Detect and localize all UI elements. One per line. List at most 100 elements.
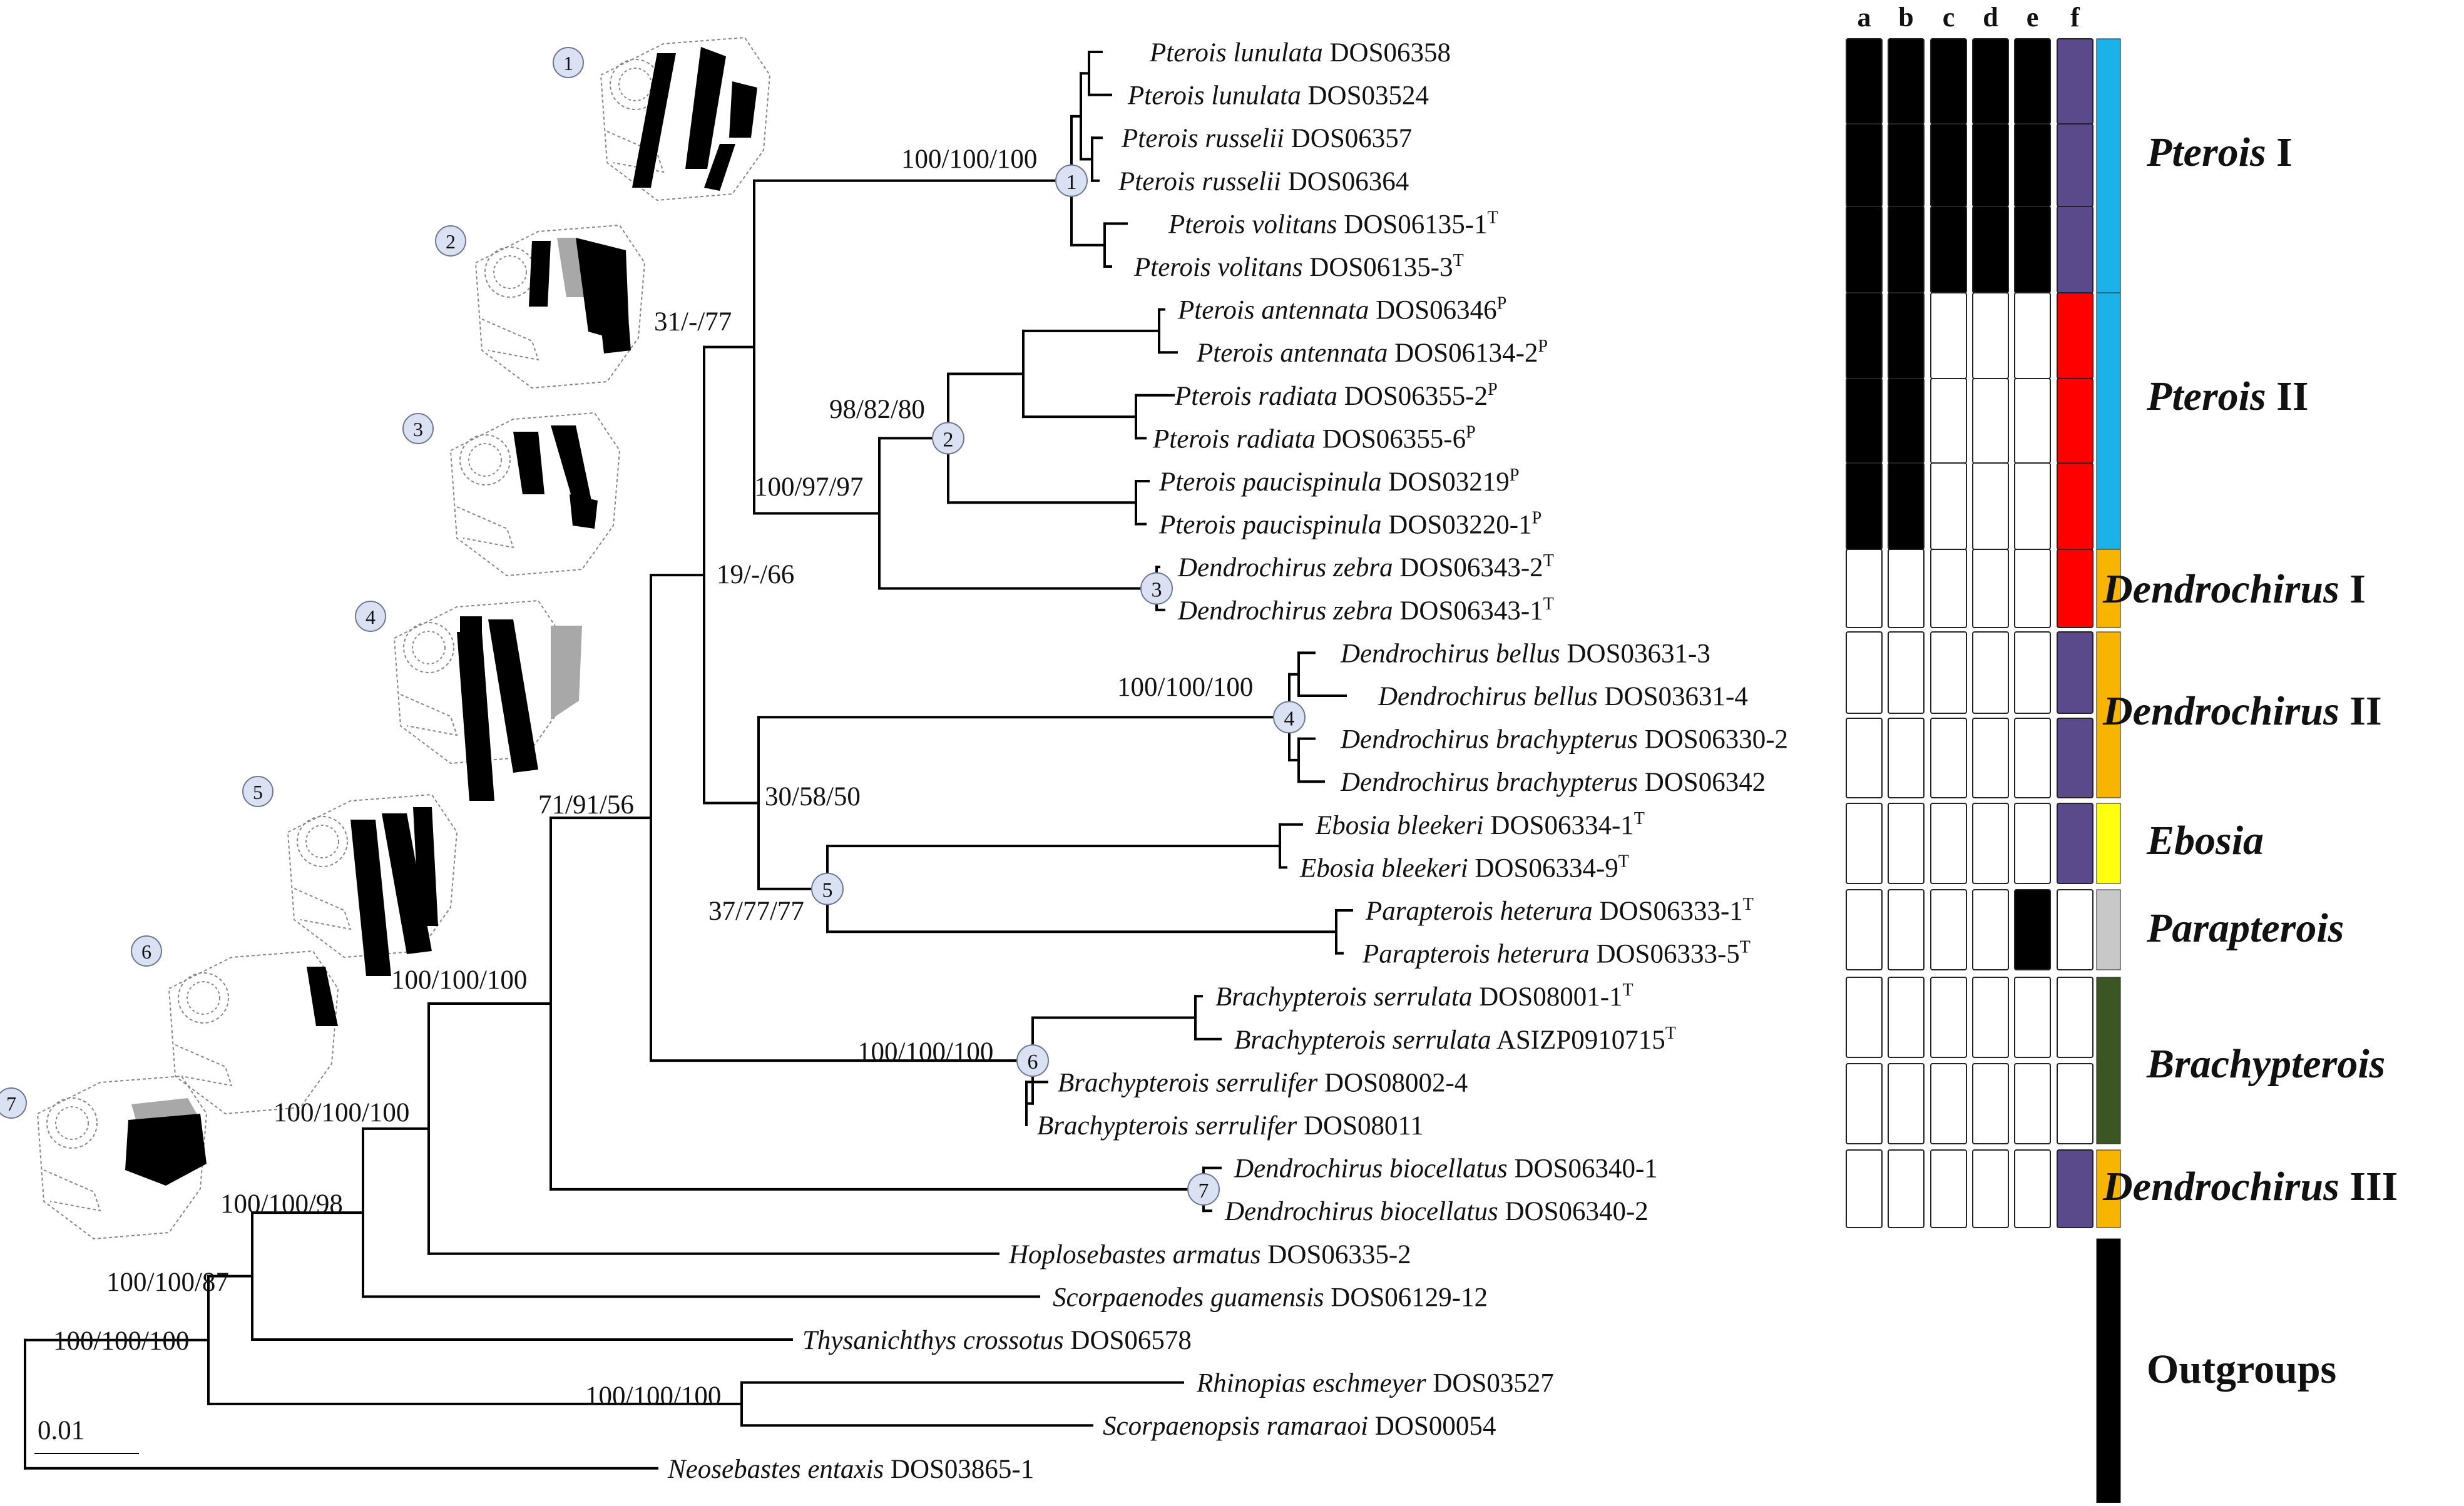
character-cell <box>2014 378 2051 464</box>
taxon-name: Hoplosebastes armatus <box>1008 1240 1261 1269</box>
taxon-label: Dendrochirus brachypterus DOS06342 <box>1340 768 1766 797</box>
taxon-label: Dendrochirus zebra DOS06343-1T <box>1177 594 1554 626</box>
black-band <box>460 616 482 638</box>
support-value: 100/100/100 <box>857 1037 993 1067</box>
character-cell <box>2057 889 2093 970</box>
taxon-name: Pterois antennata <box>1177 296 1369 325</box>
head-number-circle <box>553 47 584 78</box>
head-number: 2 <box>446 230 456 253</box>
clade-suffix: I <box>2266 130 2293 175</box>
character-cell <box>1846 549 1883 628</box>
fish-head-icon: 7 <box>0 1075 208 1240</box>
taxon-label: Dendrochirus biocellatus DOS06340-2 <box>1224 1197 1649 1226</box>
black-band <box>551 425 591 501</box>
voucher-superscript: T <box>1665 1024 1676 1043</box>
taxon-name: Pterois lunulata <box>1149 38 1323 68</box>
taxon-name: Dendrochirus biocellatus <box>1224 1197 1498 1226</box>
node-number: 2 <box>943 428 954 451</box>
black-band <box>513 432 544 494</box>
character-cell <box>1888 206 1925 293</box>
voucher-id: DOS06364 <box>1281 167 1409 196</box>
voucher-superscript: P <box>1538 337 1548 356</box>
head-outline <box>287 793 458 959</box>
character-cell <box>2057 38 2093 125</box>
taxon-name: Brachypterois serrulifer <box>1037 1111 1297 1141</box>
voucher-superscript: T <box>1623 980 1633 1000</box>
character-cell <box>2057 631 2093 714</box>
character-cell <box>1930 549 1967 628</box>
taxon-label: Pterois russelii DOS06364 <box>1118 167 1409 196</box>
character-cell <box>2057 549 2093 628</box>
head-number-circle <box>242 776 273 807</box>
scale-bar: 0.01 <box>34 1416 139 1454</box>
node-marker: 1 <box>1055 164 1088 197</box>
taxon-label: Dendrochirus brachypterus DOS06330-2 <box>1340 725 1788 755</box>
clade-suffix: Outgroups <box>2147 1346 2336 1392</box>
taxon-name: Dendrochirus brachypterus <box>1340 725 1638 755</box>
head-number: 6 <box>141 940 151 963</box>
taxon-name: Dendrochirus brachypterus <box>1340 768 1638 797</box>
taxon-label: Brachypterois serrulata ASIZP0910715T <box>1234 1024 1676 1055</box>
clade-name: Dendrochirus III <box>2102 1164 2398 1209</box>
taxon-label: Pterois russelii DOS06357 <box>1121 124 1412 153</box>
support-value: 100/100/98 <box>220 1189 343 1219</box>
clade-bar <box>2096 803 2121 884</box>
voucher-superscript: T <box>1543 594 1554 614</box>
head-number-circle <box>402 413 434 444</box>
black-band <box>457 632 494 801</box>
taxon-label: Dendrochirus biocellatus DOS06340-1 <box>1234 1154 1658 1184</box>
character-cell <box>1972 1063 2009 1144</box>
node-circle <box>1016 1044 1049 1077</box>
taxon-name: Dendrochirus zebra <box>1177 553 1393 583</box>
voucher-superscript: P <box>1466 422 1476 442</box>
voucher-id: DOS06340-1 <box>1508 1154 1658 1184</box>
taxon-label: Pterois lunulata DOS06358 <box>1149 38 1451 68</box>
character-cell <box>1972 292 2009 379</box>
black-band <box>570 494 598 529</box>
voucher-id: DOS03524 <box>1301 81 1429 111</box>
eye-inner <box>305 825 339 858</box>
clade-bar <box>2096 1238 2121 1503</box>
taxon-name: Neosebastes entaxis <box>667 1455 884 1484</box>
taxon-label: Pterois radiata DOS06355-6P <box>1152 422 1476 454</box>
taxon-label: Pterois antennata DOS06134-2P <box>1196 337 1548 368</box>
character-cell <box>2057 803 2093 884</box>
voucher-id: DOS06135-1 <box>1337 210 1488 239</box>
clade-name: Pterois I <box>2146 130 2293 175</box>
character-cell <box>1846 292 1883 379</box>
node-circle <box>1273 701 1306 734</box>
clade-name: Pterois II <box>2146 374 2309 419</box>
support-value: 37/77/77 <box>708 897 804 926</box>
clade-name: Dendrochirus II <box>2102 688 2382 734</box>
taxon-label: Scorpaenopsis ramaraoi DOS00054 <box>1103 1412 1496 1441</box>
voucher-id: DOS06135-3 <box>1303 253 1453 282</box>
voucher-id: DOS06346 <box>1369 296 1496 325</box>
support-value: 100/97/97 <box>754 472 863 502</box>
character-cell <box>1972 977 2009 1058</box>
taxon-name: Brachypterois serrulata <box>1215 982 1472 1012</box>
node-circle <box>932 422 964 455</box>
node-marker: 2 <box>932 422 964 455</box>
character-cell <box>1972 631 2009 714</box>
character-column-header: f <box>2070 2 2080 33</box>
support-value: 100/100/87 <box>106 1268 229 1297</box>
clade-genus: Parapterois <box>2146 905 2344 951</box>
character-cell <box>2014 123 2051 207</box>
character-cell <box>1846 1063 1883 1144</box>
node-number: 4 <box>1284 707 1295 730</box>
jaw-outline <box>400 694 458 736</box>
taxon-label: Brachypterois serrulifer DOS08002-4 <box>1058 1068 1468 1097</box>
voucher-id: DOS06355-2 <box>1337 382 1488 411</box>
fish-head-icon: 2 <box>435 224 646 389</box>
clade-genus: Dendrochirus <box>2102 566 2339 612</box>
character-column-header: e <box>2027 2 2039 33</box>
voucher-superscript: T <box>1618 852 1629 871</box>
taxon-label: Dendrochirus zebra DOS06343-2T <box>1177 551 1554 583</box>
head-number-circle <box>131 935 162 967</box>
character-cell <box>1888 631 1925 714</box>
character-cell <box>1930 631 1967 714</box>
jaw-outline <box>43 1169 101 1212</box>
clade-genus: Brachypterois <box>2146 1041 2385 1087</box>
support-value: 98/82/80 <box>829 395 925 424</box>
voucher-superscript: P <box>1532 509 1542 528</box>
